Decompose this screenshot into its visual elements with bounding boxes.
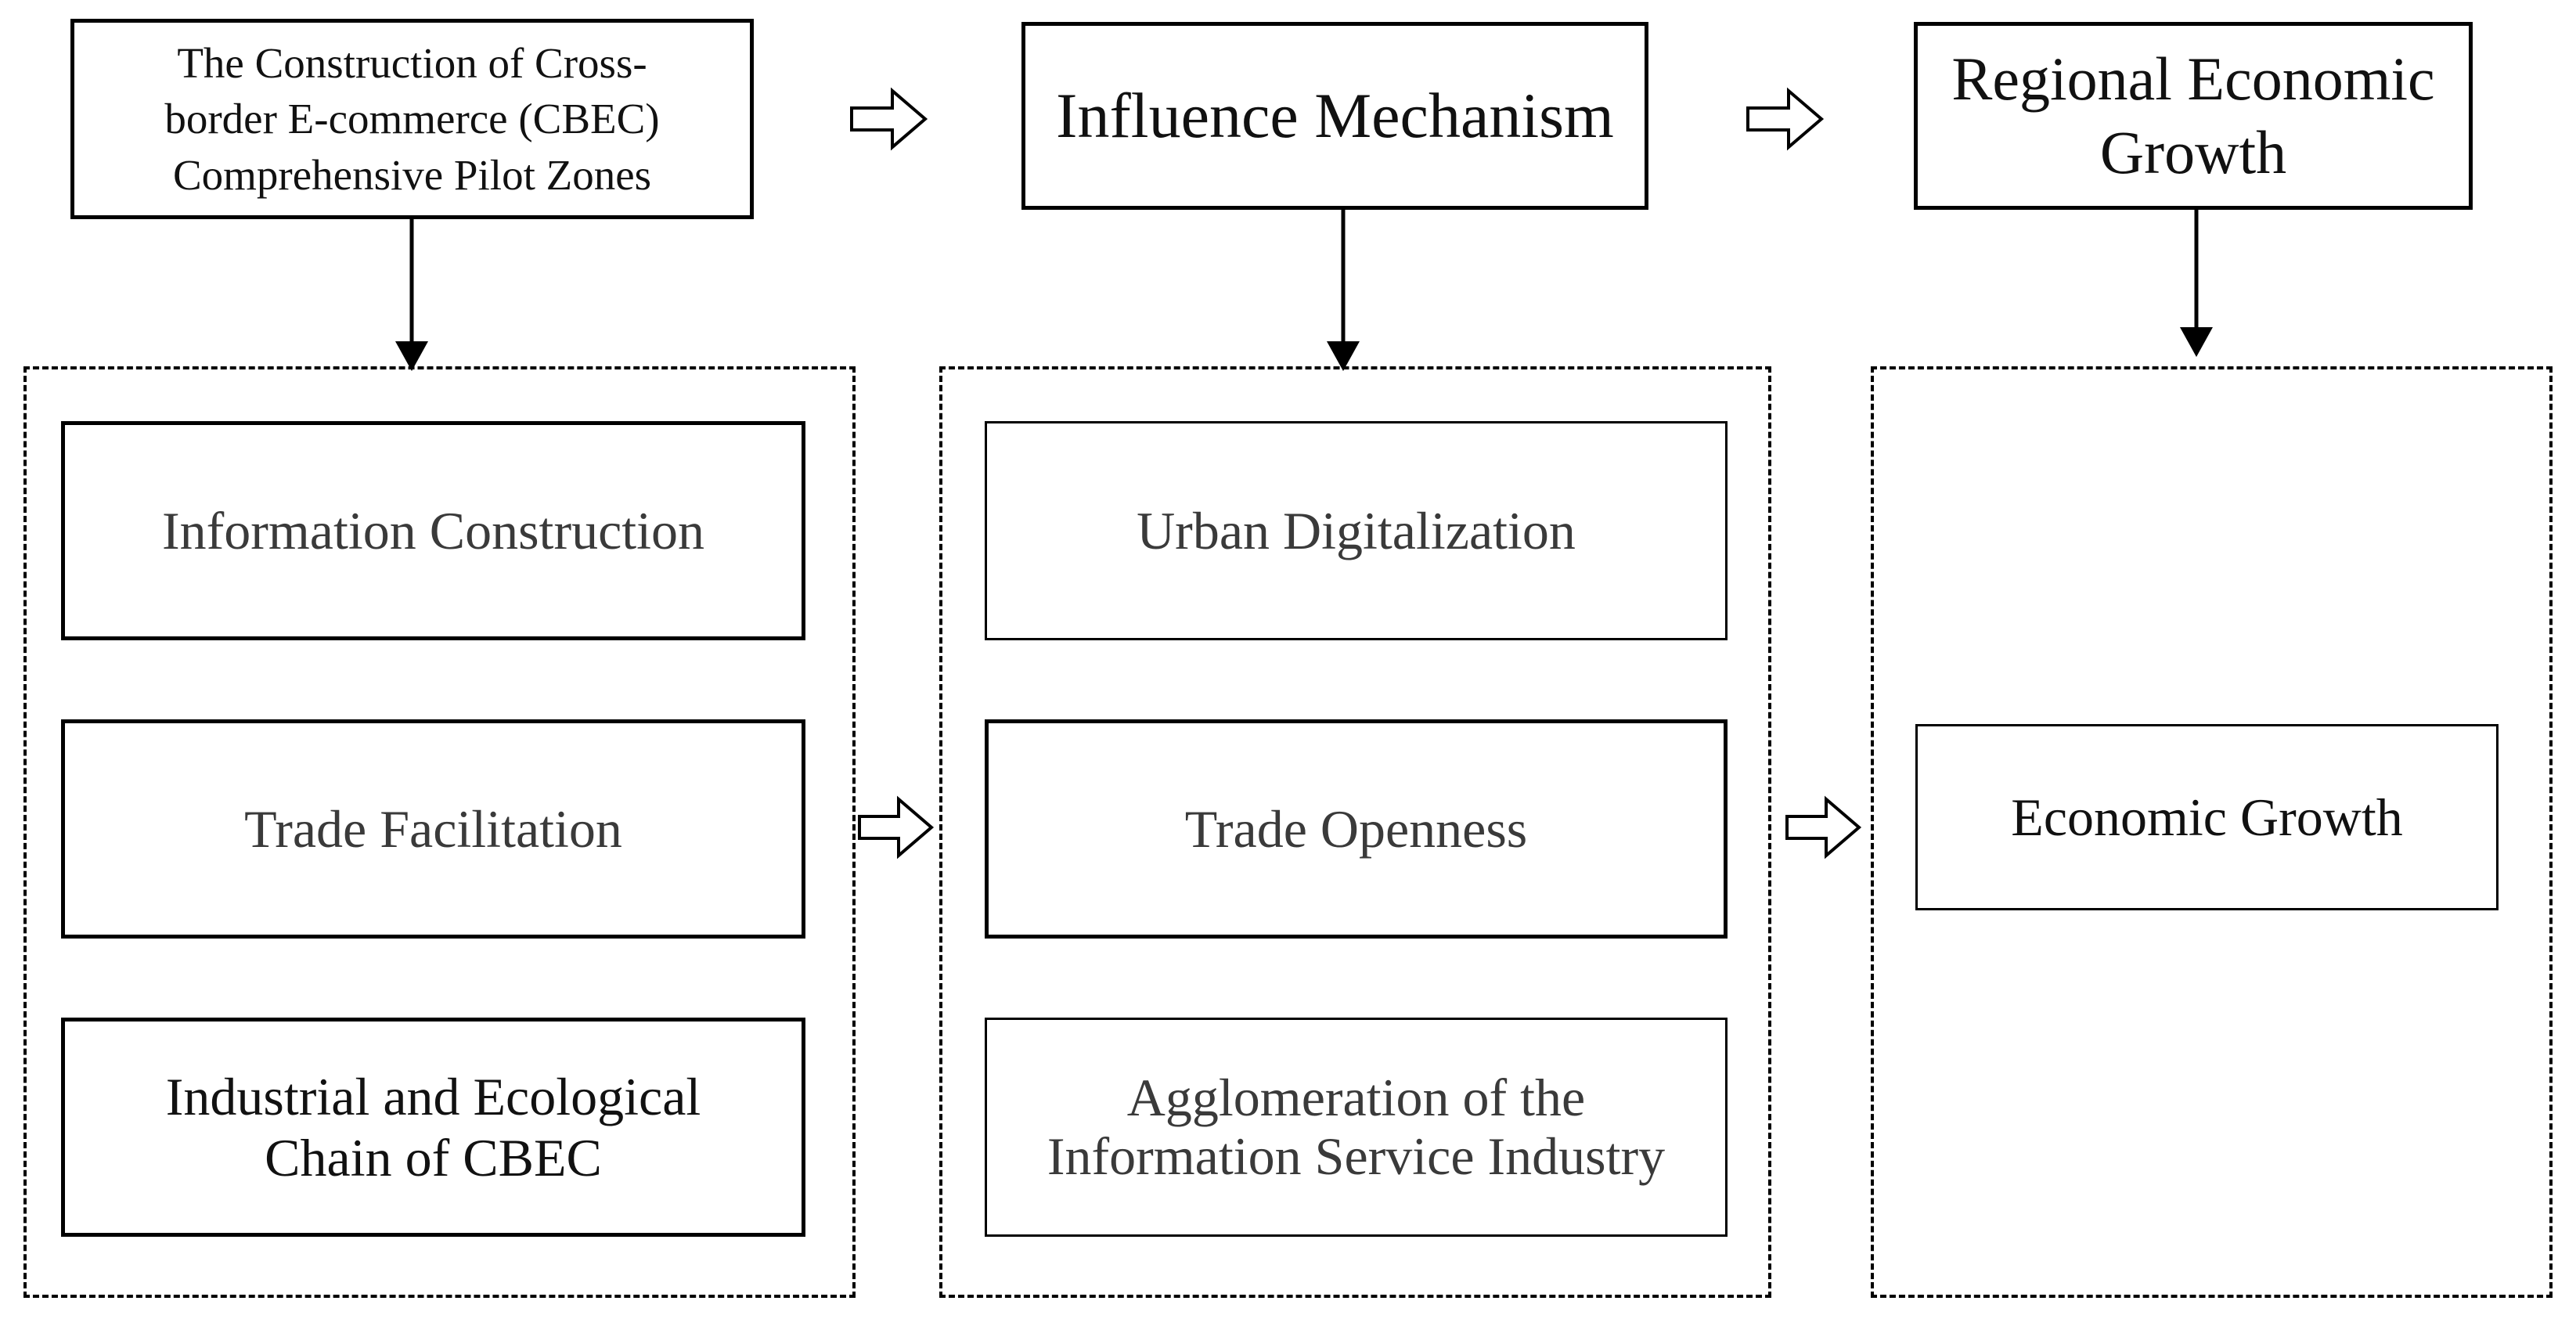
information-construction-label: Information Construction <box>161 500 705 560</box>
trade-facilitation-label: Trade Facilitation <box>244 798 622 859</box>
middle-item-3: Agglomeration of the Information Service… <box>985 1018 1728 1237</box>
block-arrow-mid-1 <box>858 795 935 859</box>
agglomeration-label: Agglomeration of the Information Service… <box>1047 1068 1666 1186</box>
regional-growth-label: Regional Economic Growth <box>1951 45 2435 186</box>
right-item-1: Economic Growth <box>1915 724 2499 910</box>
left-item-2: Trade Facilitation <box>61 719 805 939</box>
right-dashed-group <box>1871 366 2553 1298</box>
down-arrow-right <box>2180 210 2213 357</box>
left-item-3: Industrial and Ecological Chain of CBEC <box>61 1018 805 1237</box>
urban-digitalization-label: Urban Digitalization <box>1137 500 1576 560</box>
middle-item-1: Urban Digitalization <box>985 421 1728 640</box>
left-dashed-group <box>23 366 856 1298</box>
block-arrow-top-1 <box>850 87 928 151</box>
down-arrow-left <box>395 219 428 371</box>
influence-mechanism-box: Influence Mechanism <box>1021 22 1648 210</box>
pilot-zones-label: The Construction of Cross- border E-comm… <box>164 38 660 199</box>
regional-growth-box: Regional Economic Growth <box>1914 22 2473 210</box>
economic-growth-label: Economic Growth <box>2011 787 2403 847</box>
left-item-1: Information Construction <box>61 421 805 640</box>
pilot-zones-box: The Construction of Cross- border E-comm… <box>70 19 754 219</box>
influence-mechanism-label: Influence Mechanism <box>1056 80 1614 151</box>
middle-dashed-group <box>939 366 1771 1298</box>
down-arrow-middle <box>1327 210 1360 371</box>
middle-item-2: Trade Openness <box>985 719 1728 939</box>
trade-openness-label: Trade Openness <box>1184 798 1528 859</box>
block-arrow-mid-2 <box>1785 795 1862 859</box>
industrial-chain-label: Industrial and Ecological Chain of CBEC <box>165 1066 701 1187</box>
block-arrow-top-2 <box>1746 87 1825 151</box>
